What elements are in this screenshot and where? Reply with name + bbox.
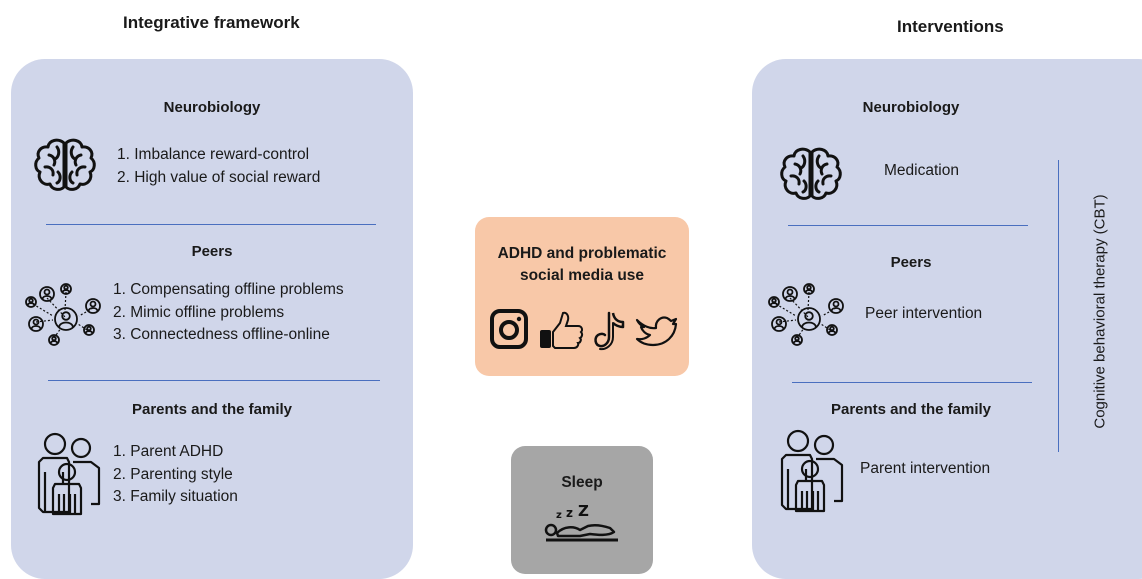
list-item: 2. High value of social reward — [117, 168, 321, 186]
list-item: 1. Parent ADHD — [113, 443, 224, 460]
sleep-box: Sleep z z Z — [511, 446, 653, 574]
divider — [792, 382, 1032, 383]
list-item: 3. Family situation — [113, 488, 238, 505]
svg-text:z: z — [556, 510, 562, 521]
left-neurobiology-list: 1. Imbalance reward-control 2. High valu… — [117, 144, 320, 189]
brain-icon — [779, 146, 843, 202]
list-item: 2. Mimic offline problems — [113, 303, 285, 321]
left-family-title: Parents and the family — [131, 401, 293, 418]
cbt-bracket-line — [1058, 160, 1059, 452]
family-icon — [778, 429, 846, 513]
sleep-title: Sleep — [561, 474, 603, 491]
left-family-list: 1. Parent ADHD 2. Parenting style 3. Fam… — [113, 441, 238, 509]
adhd-social-media-box: ADHD and problematic social media use — [475, 217, 689, 376]
people-network-icon — [764, 282, 848, 346]
list-item: 3. Connectedness offline-online — [113, 326, 330, 343]
left-peers-title: Peers — [191, 243, 233, 260]
right-neurobiology-title: Neurobiology — [862, 99, 960, 116]
sleeping-person-icon: z z Z — [544, 502, 618, 542]
right-peers-title: Peers — [890, 254, 932, 271]
right-family-title: Parents and the family — [830, 401, 992, 418]
list-item: 1. Compensating offline problems — [113, 281, 344, 298]
peer-intervention-label: Peer intervention — [865, 305, 983, 322]
divider — [46, 224, 376, 225]
parent-intervention-label: Parent intervention — [860, 460, 991, 477]
instagram-icon — [490, 309, 528, 349]
list-item: 2. Parenting style — [113, 465, 233, 483]
left-heading: Integrative framework — [123, 13, 300, 32]
social-icons — [489, 305, 679, 355]
list-item: 1. Imbalance reward-control — [117, 146, 310, 163]
brain-icon — [33, 137, 97, 193]
left-neurobiology-title: Neurobiology — [163, 99, 261, 116]
divider — [48, 380, 380, 381]
facebook-like-icon — [540, 311, 584, 349]
adhd-social-media-title: ADHD and problematic social media use — [497, 245, 667, 284]
integrative-framework-panel — [11, 59, 413, 579]
tiktok-icon — [594, 311, 625, 351]
people-network-icon — [21, 282, 105, 346]
right-heading: Interventions — [897, 17, 1004, 36]
medication-label: Medication — [884, 162, 959, 179]
twitter-bird-icon — [635, 316, 678, 347]
family-icon — [35, 432, 103, 516]
left-peers-list: 1. Compensating offline problems 2. Mimi… — [113, 279, 344, 347]
svg-text:Z: Z — [578, 502, 589, 520]
svg-text:z: z — [566, 506, 573, 520]
cbt-label: Cognitive behavioral therapy (CBT) — [1091, 194, 1109, 429]
divider — [788, 225, 1028, 226]
